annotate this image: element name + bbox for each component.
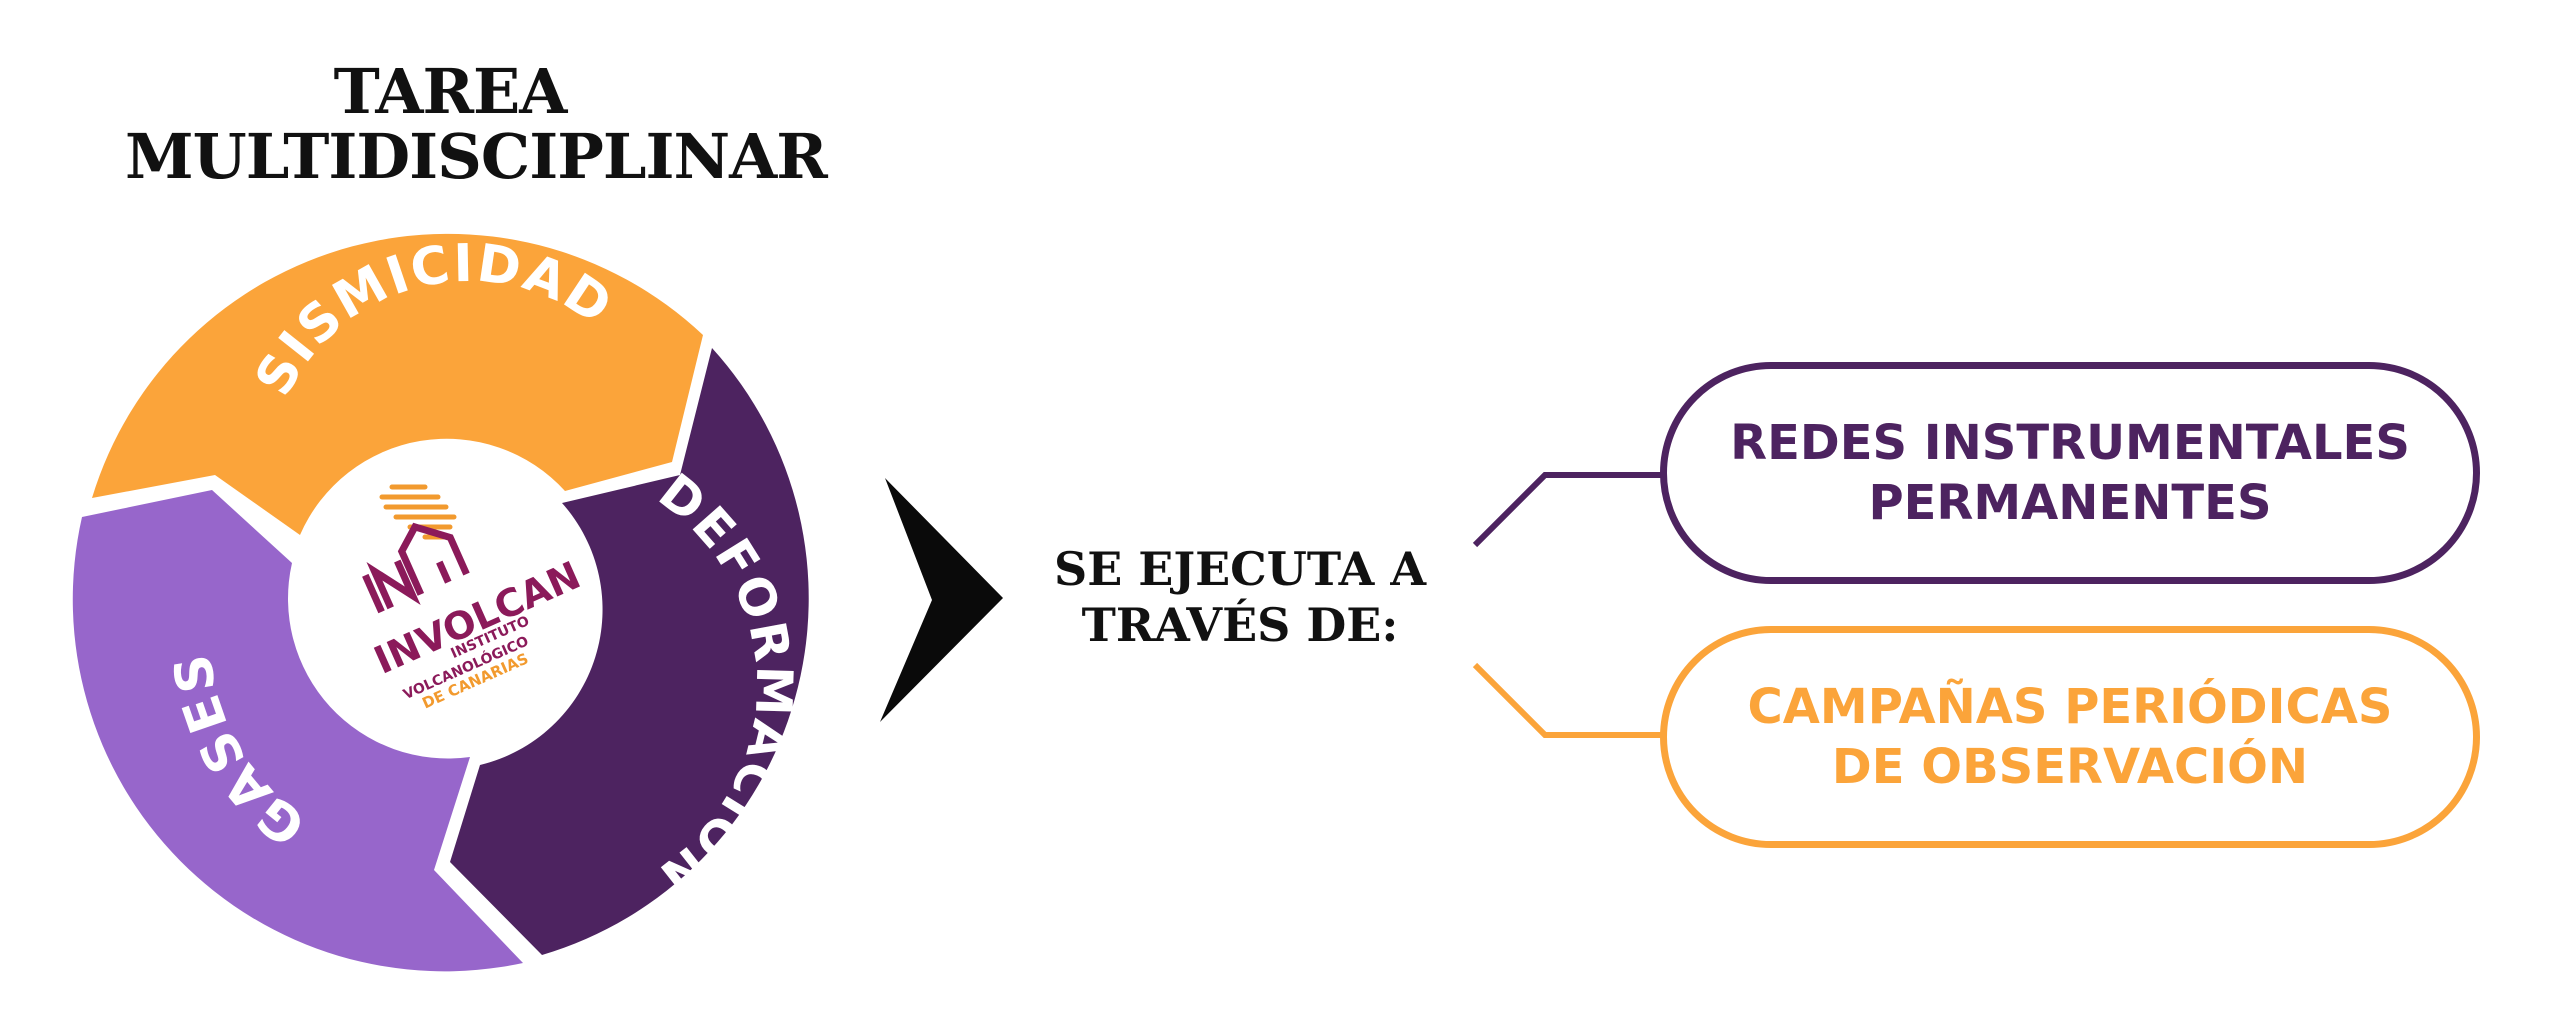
redes-instrumentales-pill: REDES INSTRUMENTALES PERMANENTES — [1660, 362, 2480, 584]
redes-line-2: PERMANENTES — [1868, 475, 2272, 531]
title-line-1: TAREA — [333, 55, 568, 128]
connector-line-redes — [1472, 472, 1665, 548]
connector-text-line-2: TRAVÉS DE: — [1081, 598, 1399, 652]
logo-mark — [362, 522, 470, 614]
gases-segment — [72, 490, 524, 972]
sismicidad-segment — [92, 233, 703, 536]
arrow-right-icon — [880, 478, 1003, 722]
redes-line-1: REDES INSTRUMENTALES — [1730, 415, 2410, 471]
campanas-periodicas-pill: CAMPAÑAS PERIÓDICAS DE OBSERVACIÓN — [1660, 626, 2480, 848]
connector-text-line-1: SE EJECUTA A — [1053, 542, 1427, 596]
deformacion-segment — [450, 348, 809, 955]
title-line-2: MULTIDISCIPLINAR — [125, 120, 828, 193]
logo-circle — [296, 470, 560, 734]
campanas-line-2: DE OBSERVACIÓN — [1831, 739, 2309, 795]
campanas-line-1: CAMPAÑAS PERIÓDICAS — [1747, 679, 2393, 735]
logo-stripes — [379, 484, 457, 540]
connector-line-campanas — [1472, 662, 1665, 738]
